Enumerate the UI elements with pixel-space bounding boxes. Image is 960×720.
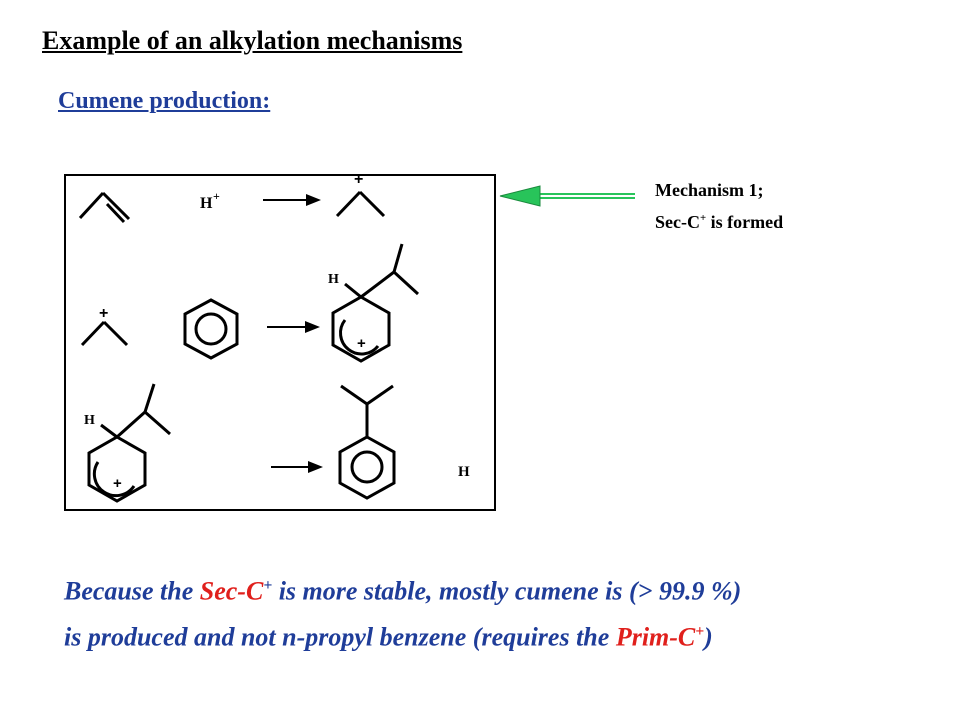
- conclusion-post-1: is more stable, mostly cumene is (> 99.9…: [272, 576, 742, 606]
- arenium-charge-1: +: [357, 335, 366, 352]
- conclusion-post-2: ): [704, 622, 713, 652]
- mechanism-note: Mechanism 1; Sec-C+ is formed: [655, 176, 783, 236]
- conclusion-text: Because the Sec-C+ is more stable, mostl…: [64, 566, 741, 657]
- sec-propyl-cation: [335, 190, 386, 218]
- reaction-arrow-2: [267, 321, 320, 333]
- cation-charge-1: +: [354, 171, 363, 188]
- mechanism-name: Mechanism 1;: [655, 180, 764, 200]
- conclusion-pre-1: Because the: [64, 576, 200, 606]
- conclusion-line-1: Because the Sec-C+ is more stable, mostl…: [64, 566, 741, 612]
- cation-charge-2: +: [99, 305, 108, 322]
- benzene-ring: [183, 298, 239, 360]
- conclusion-pre-2: is produced and not n-propyl benzene (re…: [64, 622, 616, 652]
- conclusion-line-2: is produced and not n-propyl benzene (re…: [64, 612, 741, 658]
- sec-propyl-cation-2: [80, 320, 129, 347]
- carbocation-label: Sec-C: [655, 212, 700, 232]
- hydrogen-label-2: H: [84, 413, 95, 428]
- prim-carbocation-highlight: Prim-C: [615, 622, 696, 652]
- arenium-charge-2: +: [113, 475, 122, 492]
- sec-charge: +: [263, 577, 273, 594]
- h-plus-charge: +: [213, 189, 220, 203]
- slide-title: Example of an alkylation mechanisms: [42, 26, 463, 55]
- mechanism-detail: Sec-C+ is formed: [655, 204, 783, 236]
- slide-subtitle: Cumene production:: [58, 88, 271, 114]
- carbocation-charge: +: [699, 212, 707, 224]
- h-plus-label: H: [200, 195, 213, 212]
- prim-charge: +: [695, 622, 705, 640]
- callout-arrow: [499, 185, 635, 207]
- cumene-molecule: [338, 384, 396, 500]
- reaction-arrow-1: [263, 194, 321, 206]
- propene-molecule: [78, 191, 131, 224]
- arenium-ion: [331, 243, 420, 363]
- arenium-ion-2: [87, 383, 171, 503]
- h-plus-released: H: [458, 464, 470, 480]
- sec-carbocation-highlight: Sec-C: [199, 576, 264, 606]
- reaction-arrow-3: [271, 461, 323, 473]
- mechanism-rest: is formed: [706, 212, 784, 232]
- hydrogen-label-1: H: [328, 272, 339, 287]
- scheme-frame: [64, 174, 496, 511]
